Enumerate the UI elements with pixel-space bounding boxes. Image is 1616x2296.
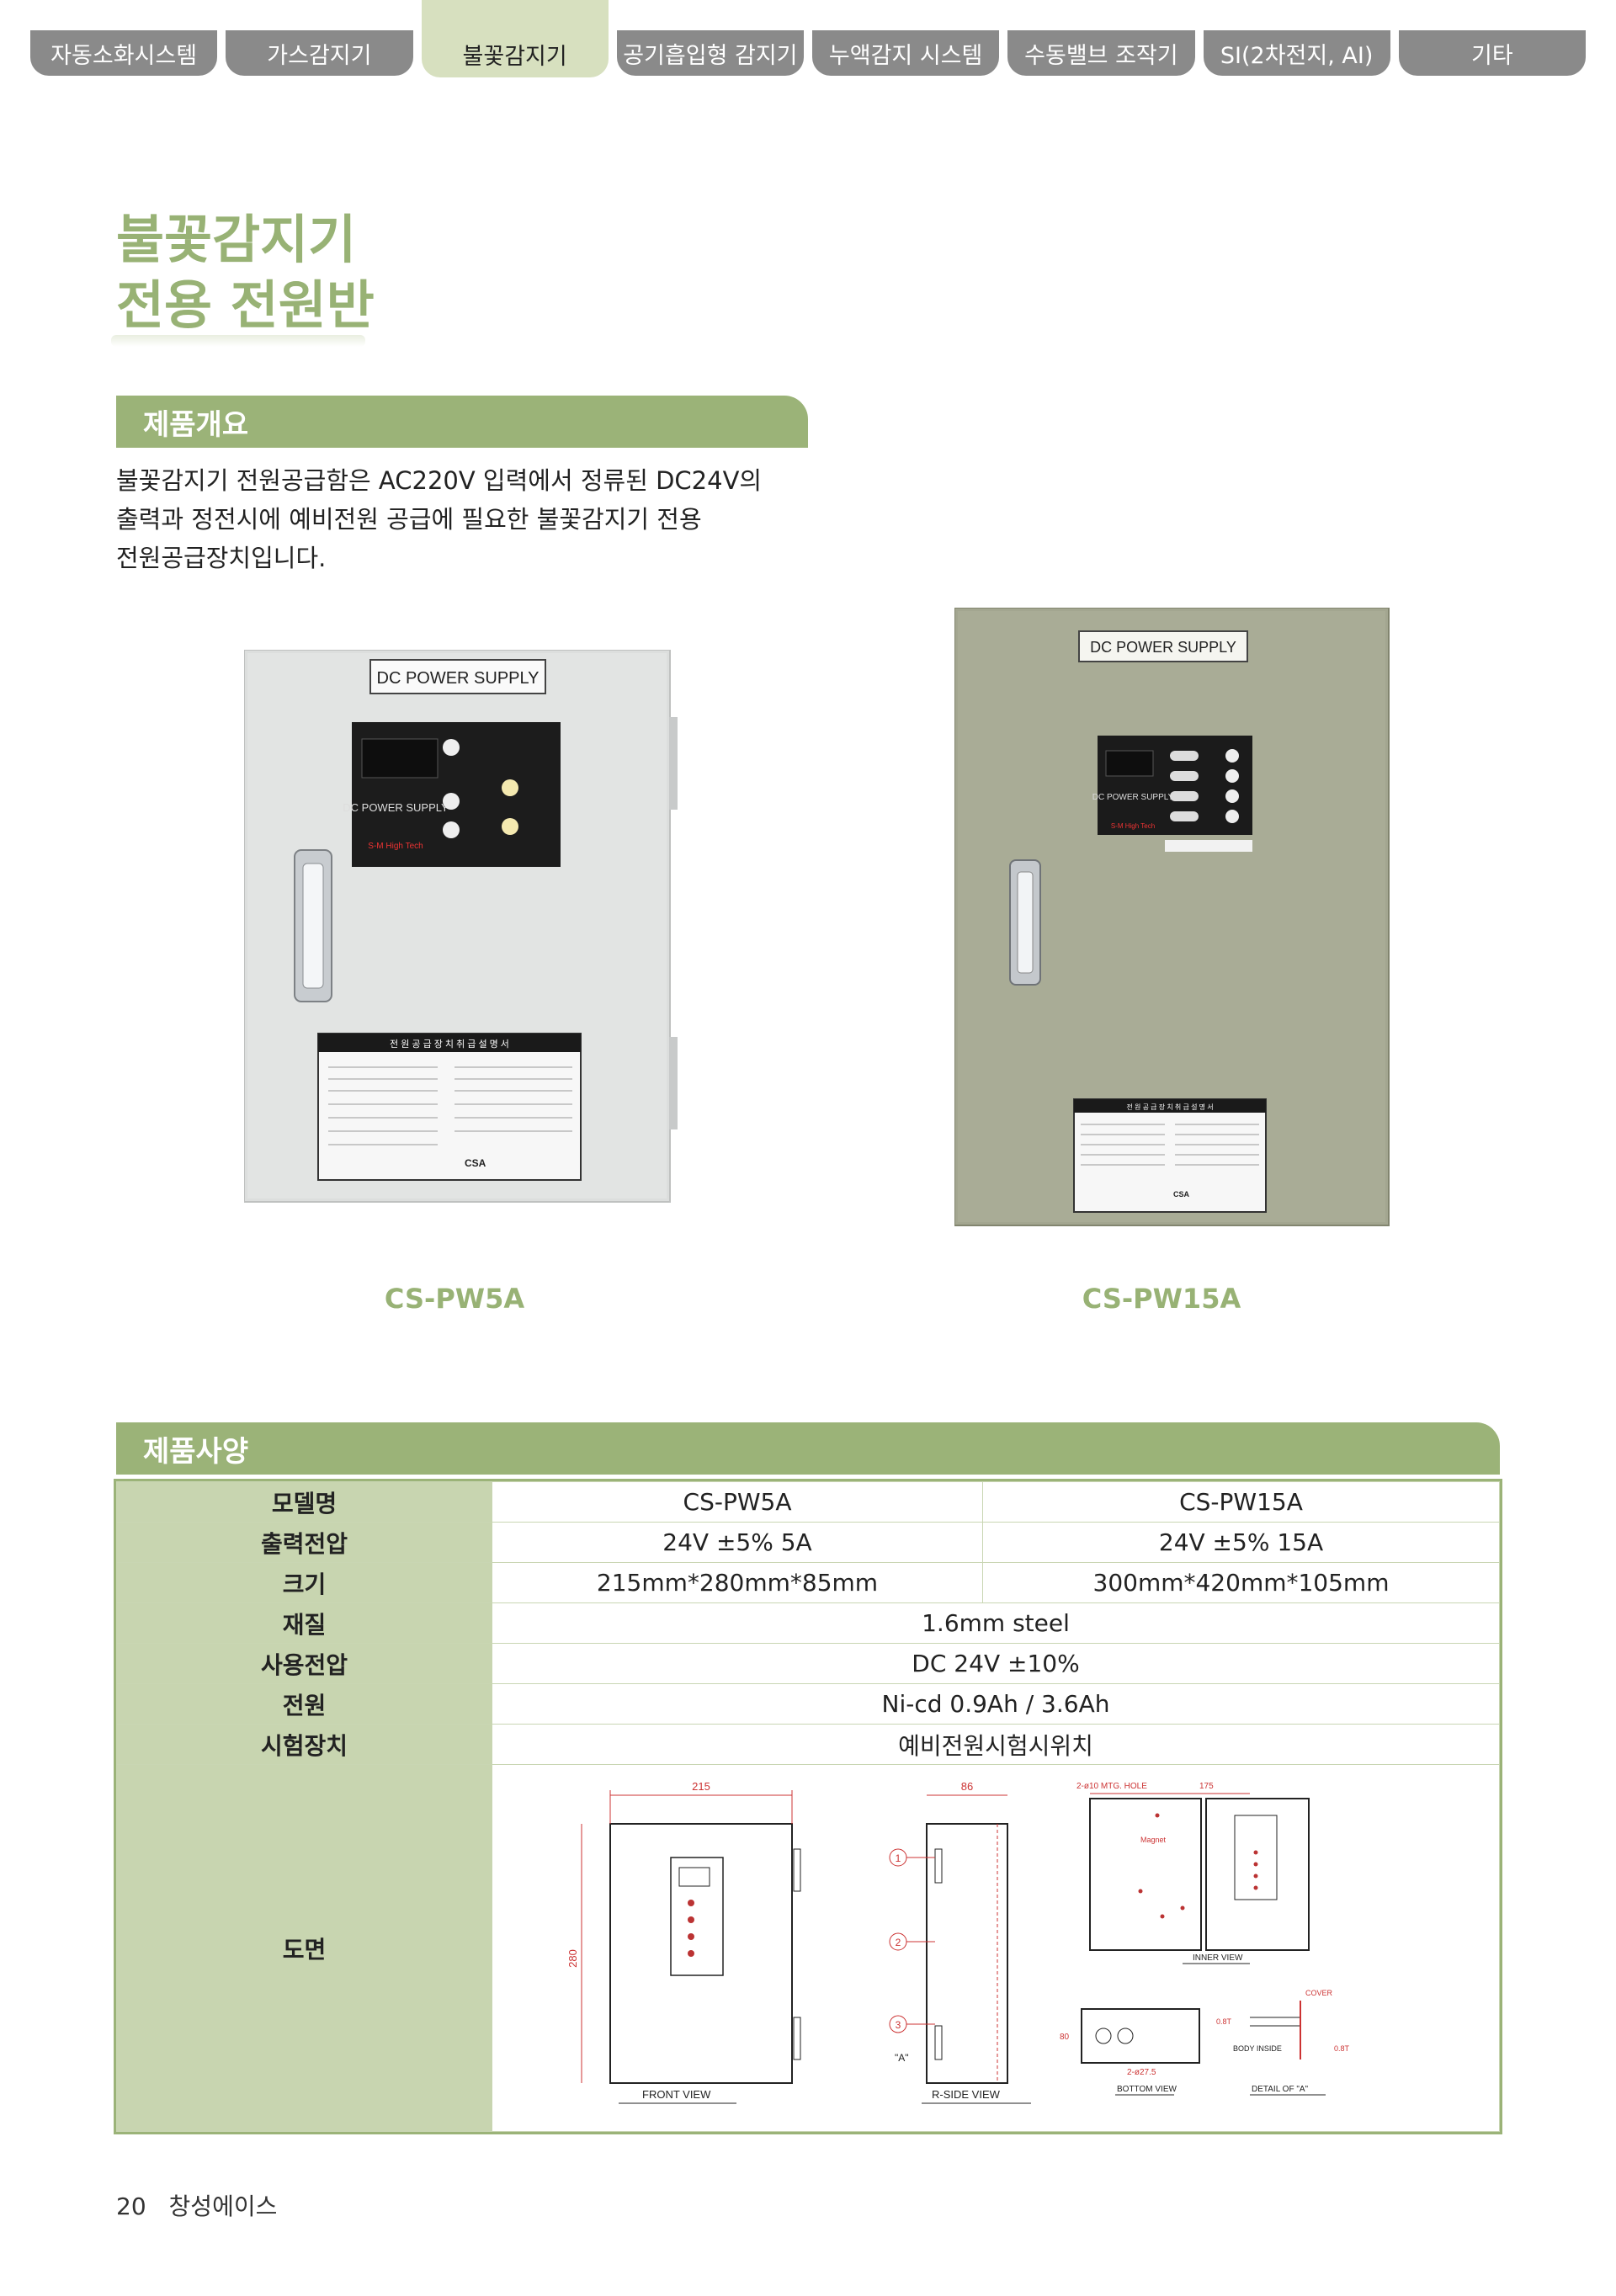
tab-si-battery-ai[interactable]: SI(2차전지, AI) <box>1203 30 1390 76</box>
company-name: 창성에이스 <box>168 2192 278 2220</box>
svg-text:215: 215 <box>692 1780 710 1793</box>
svg-text:BODY INSIDE: BODY INSIDE <box>1233 2044 1282 2053</box>
spec-value: CS-PW5A <box>492 1481 983 1523</box>
svg-text:COVER: COVER <box>1305 1989 1333 1997</box>
technical-drawing: 215 280 FRONT VIEW 86 1 2 3 <box>566 1780 1350 2104</box>
rside-view-drawing: 86 1 2 3 "A" R-SIDE VIEW <box>889 1780 1031 2104</box>
spec-value: 1.6mm steel <box>492 1602 1500 1644</box>
spec-heading: 제품사양 <box>116 1422 1500 1475</box>
front-view-label: FRONT VIEW <box>642 2088 711 2101</box>
detail-a-label: DETAIL OF "A" <box>1252 2085 1309 2094</box>
overview-line: 불꽃감지기 전원공급함은 AC220V 입력에서 정류된 DC24V의 <box>116 466 763 495</box>
table-row: 재질 1.6mm steel <box>116 1602 1500 1644</box>
inner-view-label: INNER VIEW <box>1193 1953 1243 1963</box>
spec-value: 300mm*420mm*105mm <box>982 1562 1500 1603</box>
overview-heading: 제품개요 <box>116 396 808 448</box>
svg-text:0.8T: 0.8T <box>1216 2017 1232 2026</box>
svg-text:1: 1 <box>896 1852 901 1864</box>
tab-auto-extinguishing[interactable]: 자동소화시스템 <box>30 30 218 76</box>
product-image-cs-pw15a: DC POWER SUPPLY DC POWER SUPPLY S-M High… <box>954 607 1392 1234</box>
tab-flame-detector[interactable]: 불꽃감지기 <box>421 0 609 77</box>
panel-brand: S-M High Tech <box>368 842 423 851</box>
category-tabs: 자동소화시스템 가스감지기 불꽃감지기 공기흡입형 감지기 누액감지 시스템 수… <box>30 0 1586 77</box>
table-row: 도면 215 280 FRONT VIEW <box>116 1764 1500 2132</box>
overview-line: 전원공급장치입니다. <box>116 544 327 572</box>
svg-text:0.8T: 0.8T <box>1334 2044 1350 2053</box>
tab-gas-detector[interactable]: 가스감지기 <box>226 30 413 76</box>
page-number: 20 <box>116 2192 146 2220</box>
tab-air-sampling-detector[interactable]: 공기흡입형 감지기 <box>616 30 804 76</box>
overview-text: 불꽃감지기 전원공급함은 AC220V 입력에서 정류된 DC24V의 출력과 … <box>116 461 840 577</box>
spec-label: 모델명 <box>116 1481 492 1523</box>
table-row: 크기 215mm*280mm*85mm 300mm*420mm*105mm <box>116 1562 1500 1603</box>
spec-value: 24V ±5% 5A <box>492 1522 983 1563</box>
panel-text: DC POWER SUPPLY <box>343 801 449 814</box>
power-supply-cabinet-light: DC POWER SUPPLY DC POWER SUPPLY S-M High… <box>243 649 678 1203</box>
svg-text:Magnet: Magnet <box>1140 1836 1167 1844</box>
label-plate-text: DC POWER SUPPLY <box>1090 639 1236 656</box>
product-image-cs-pw5a: DC POWER SUPPLY DC POWER SUPPLY S-M High… <box>243 649 682 1209</box>
label-plate-text: DC POWER SUPPLY <box>377 669 540 688</box>
power-supply-cabinet-olive: DC POWER SUPPLY DC POWER SUPPLY S-M High… <box>954 607 1390 1226</box>
page-title-line1: 불꽃감지기 <box>116 209 357 270</box>
table-row: 출력전압 24V ±5% 5A 24V ±5% 15A <box>116 1522 1500 1563</box>
svg-text:2-ø27.5: 2-ø27.5 <box>1127 2068 1156 2077</box>
drawing-cell: 215 280 FRONT VIEW 86 1 2 3 <box>492 1764 1500 2132</box>
tab-leak-detection[interactable]: 누액감지 시스템 <box>812 30 1000 76</box>
spec-value: Ni-cd 0.9Ah / 3.6Ah <box>492 1683 1500 1725</box>
spec-table: 모델명 CS-PW5A CS-PW15A 출력전압 24V ±5% 5A 24V… <box>114 1479 1502 2134</box>
svg-text:2: 2 <box>896 1937 901 1948</box>
product-caption-cs-pw15a: CS-PW15A <box>1082 1283 1241 1315</box>
page-title-line2: 전용 전원반 <box>116 274 375 336</box>
svg-text:86: 86 <box>961 1780 973 1793</box>
table-row: 전원 Ni-cd 0.9Ah / 3.6Ah <box>116 1683 1500 1725</box>
spec-value: DC 24V ±10% <box>492 1643 1500 1684</box>
spec-label: 출력전압 <box>116 1522 492 1563</box>
spec-label: 시험장치 <box>116 1724 492 1765</box>
bottom-view-drawing: 80 2-ø27.5 BOTTOM VIEW <box>1060 2008 1200 2096</box>
spec-label: 크기 <box>116 1562 492 1603</box>
front-view-drawing: 215 280 FRONT VIEW <box>566 1780 801 2104</box>
spec-value: CS-PW15A <box>982 1481 1500 1523</box>
page-footer: 20 창성에이스 <box>116 2188 292 2222</box>
page-title: 불꽃감지기 전용 전원반 <box>116 207 375 338</box>
spec-label: 재질 <box>116 1602 492 1644</box>
table-row: 시험장치 예비전원시험시위치 <box>116 1724 1500 1765</box>
spec-label: 도면 <box>116 1764 492 2132</box>
product-caption-cs-pw5a: CS-PW5A <box>384 1283 525 1315</box>
svg-text:3: 3 <box>896 2019 901 2031</box>
tab-etc[interactable]: 기타 <box>1398 30 1586 76</box>
inner-view-drawing: 2-ø10 MTG. HOLE 175 Magnet INNER VIEW <box>1076 1782 1310 1964</box>
spec-label: 사용전압 <box>116 1643 492 1684</box>
svg-text:"A": "A" <box>895 2052 909 2064</box>
panel-brand: S-M High Tech <box>1111 822 1155 830</box>
svg-text:2-ø10 MTG. HOLE: 2-ø10 MTG. HOLE <box>1076 1782 1147 1791</box>
overview-line: 출력과 정전시에 예비전원 공급에 필요한 불꽃감지기 전용 <box>116 505 702 534</box>
manual-title: 전 원 공 급 장 치 취 급 설 명 서 <box>390 1039 509 1050</box>
title-underline <box>111 335 365 347</box>
svg-text:80: 80 <box>1060 2033 1070 2042</box>
spec-label: 전원 <box>116 1683 492 1725</box>
bottom-view-label: BOTTOM VIEW <box>1117 2085 1177 2094</box>
svg-text:280: 280 <box>566 1949 579 1968</box>
panel-text: DC POWER SUPPLY <box>1092 793 1174 802</box>
table-row: 사용전압 DC 24V ±10% <box>116 1643 1500 1684</box>
cert-mark: CSA <box>1173 1190 1190 1198</box>
rside-view-label: R-SIDE VIEW <box>932 2088 1001 2101</box>
svg-text:175: 175 <box>1199 1782 1214 1791</box>
spec-value: 215mm*280mm*85mm <box>492 1562 983 1603</box>
detail-a-drawing: COVER BODY INSIDE 0.8T 0.8T DETAIL OF "A… <box>1216 1989 1350 2096</box>
tab-manual-valve[interactable]: 수동밸브 조작기 <box>1007 30 1195 76</box>
cert-mark: CSA <box>465 1157 486 1169</box>
spec-value: 예비전원시험시위치 <box>492 1724 1500 1765</box>
manual-title: 전 원 공 급 장 치 취 급 설 명 서 <box>1126 1103 1213 1111</box>
spec-value: 24V ±5% 15A <box>982 1522 1500 1563</box>
table-row: 모델명 CS-PW5A CS-PW15A <box>116 1481 1500 1523</box>
